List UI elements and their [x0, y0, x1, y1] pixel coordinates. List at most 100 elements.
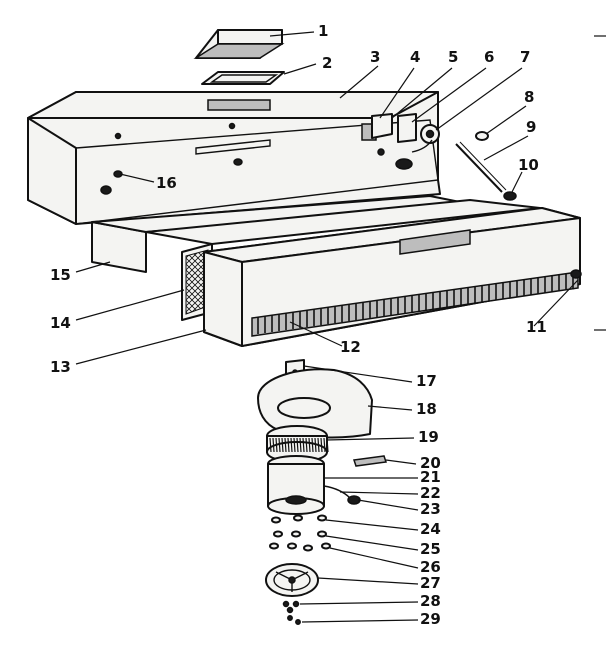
fan-blade: [284, 437, 287, 453]
part-24-nuts: [271, 514, 327, 524]
part-25-washers: [273, 530, 327, 538]
fan-blade: [317, 437, 320, 453]
part-12-grille: [251, 271, 579, 337]
callout-28: 28: [420, 592, 441, 610]
fan-blade: [311, 437, 314, 453]
part-5-switch-bracket: [371, 113, 393, 156]
callout-11: 11: [526, 318, 547, 336]
leader-line-16: [119, 173, 155, 183]
leader-line-26: [329, 547, 419, 569]
part-9-rod: [455, 141, 507, 193]
leader-line-22: [339, 491, 419, 495]
leader-line-12: [289, 321, 343, 347]
leader-line-11: [533, 279, 579, 327]
fan-blade: [272, 437, 275, 453]
callout-15: 15: [50, 266, 71, 284]
callout-29: 29: [420, 610, 441, 628]
vent-opening: [207, 99, 271, 111]
leader-line-23: [357, 499, 419, 511]
part-29-screws: [287, 615, 301, 625]
callout-17: 17: [416, 372, 437, 390]
leader-line-10: [511, 171, 523, 193]
leader-line-8: [485, 105, 527, 135]
callout-20: 20: [420, 454, 441, 472]
callout-24: 24: [420, 520, 441, 538]
fan-blade: [287, 437, 290, 453]
leader-line-20: [385, 459, 417, 465]
fan-blade: [290, 437, 293, 453]
leader-line-6: [411, 67, 487, 123]
leader-line-14: [75, 289, 185, 321]
part-21-motor: [267, 455, 325, 515]
fan-blade: [278, 437, 281, 453]
callout-6: 6: [484, 48, 494, 66]
fan-blade: [299, 437, 302, 453]
part-26-grommets: [269, 542, 331, 552]
part-15-bottom-panel: [91, 195, 471, 273]
leader-line-13: [75, 329, 207, 365]
leader-line-18: [367, 405, 413, 411]
callout-4: 4: [410, 48, 420, 66]
callout-9: 9: [526, 118, 536, 136]
fan-blade: [302, 437, 305, 453]
leader-line-7: [435, 67, 523, 131]
leader-line-19: [325, 437, 415, 441]
leader-line-17: [303, 365, 413, 383]
leader-line-28: [299, 601, 419, 605]
part-18-blower-housing: [257, 368, 373, 439]
leader-line-15: [75, 261, 111, 273]
part-3-hood-housing: [27, 91, 441, 225]
fan-blade: [296, 437, 299, 453]
fan-blade: [323, 437, 326, 453]
margin-ticks: [594, 35, 606, 331]
fan-blade: [305, 437, 308, 453]
callout-5: 5: [448, 48, 458, 66]
leader-lines: [75, 31, 579, 623]
callout-14: 14: [50, 314, 71, 332]
callout-22: 22: [420, 484, 441, 502]
callout-19: 19: [418, 428, 439, 446]
part-8-knob: [475, 131, 489, 141]
leader-line-3: [339, 65, 379, 99]
callout-7: 7: [520, 48, 530, 66]
part-6-bracket: [397, 113, 417, 143]
callout-12: 12: [340, 338, 361, 356]
callout-16: 16: [156, 174, 177, 192]
fan-blade: [320, 437, 323, 453]
fan-blade: [269, 437, 272, 453]
callout-8: 8: [524, 88, 534, 106]
part-28-bolts: [282, 600, 300, 614]
leader-line-2: [283, 63, 317, 75]
callout-25: 25: [420, 540, 441, 558]
fan-blade: [281, 437, 284, 453]
leader-line-1: [269, 31, 315, 37]
leader-line-9: [483, 135, 529, 161]
fan-blade: [293, 437, 296, 453]
leader-line-29: [301, 619, 419, 623]
leader-line-5: [391, 67, 453, 119]
callout-23: 23: [420, 500, 441, 518]
part-11-light: [570, 269, 582, 279]
callout-21: 21: [420, 468, 441, 486]
part-2-gasket: [201, 71, 285, 85]
callout-10: 10: [518, 156, 539, 174]
fan-blade: [314, 437, 317, 453]
fan-blade: [275, 437, 278, 453]
part-1-duct-collar: [193, 29, 285, 59]
part-7-light-socket: [395, 124, 440, 170]
callout-2: 2: [322, 54, 332, 72]
callout-27: 27: [420, 574, 441, 592]
leader-line-4: [379, 67, 415, 119]
callout-18: 18: [416, 400, 437, 418]
leader-line-25: [325, 535, 419, 551]
fan-blade: [308, 437, 311, 453]
part-27-mounting-plate: [265, 563, 319, 597]
part-22-cord: [323, 485, 351, 499]
callout-26: 26: [420, 558, 441, 576]
callout-3: 3: [370, 48, 380, 66]
leader-line-27: [317, 577, 419, 585]
callout-1: 1: [318, 22, 328, 40]
part-20-spacer: [353, 455, 387, 467]
